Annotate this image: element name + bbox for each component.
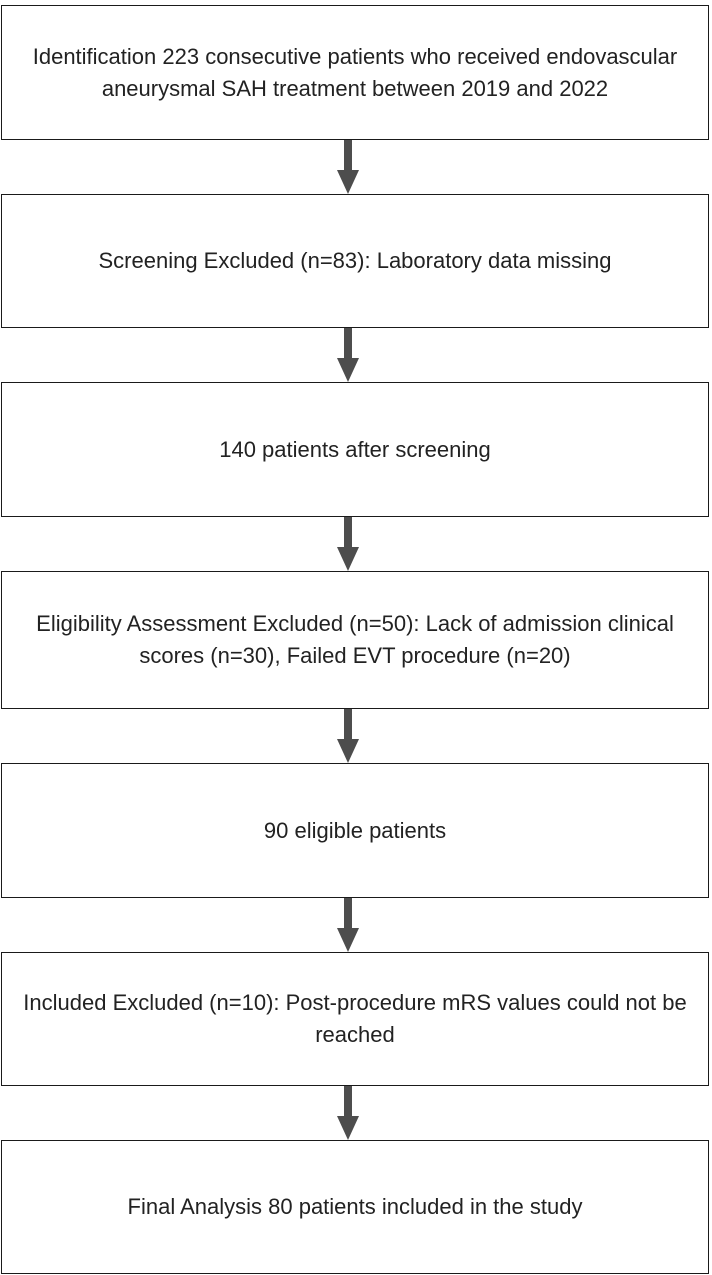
down-arrow-icon	[337, 328, 359, 382]
down-arrow-icon	[337, 709, 359, 763]
step-identification-box: Identification 223 consecutive patients …	[1, 5, 709, 140]
step-final-analysis-box: Final Analysis 80 patients included in t…	[1, 1140, 709, 1274]
step-eligibility-text: Eligibility Assessment Excluded (n=50): …	[36, 611, 674, 668]
step-screening-box: Screening Excluded (n=83): Laboratory da…	[1, 194, 709, 328]
step-eligibility-box: Eligibility Assessment Excluded (n=50): …	[1, 571, 709, 709]
step-eligible-box: 90 eligible patients	[1, 763, 709, 898]
down-arrow-icon	[337, 1086, 359, 1140]
step-included-box: Included Excluded (n=10): Post-procedure…	[1, 952, 709, 1086]
step-identification-text: Identification 223 consecutive patients …	[32, 43, 678, 101]
step-eligible-text: 90 eligible patients	[263, 817, 447, 843]
step-after-screening-text: 140 patients after screening	[219, 436, 491, 462]
down-arrow-icon	[337, 140, 359, 194]
step-screening-text: Screening Excluded (n=83): Laboratory da…	[98, 248, 612, 273]
down-arrow-icon	[337, 898, 359, 952]
step-final-analysis-text: Final Analysis 80 patients included in t…	[127, 1194, 583, 1219]
down-arrow-icon	[337, 517, 359, 571]
step-after-screening-box: 140 patients after screening	[1, 382, 709, 517]
step-included-text: Included Excluded (n=10): Post-procedure…	[23, 990, 687, 1047]
